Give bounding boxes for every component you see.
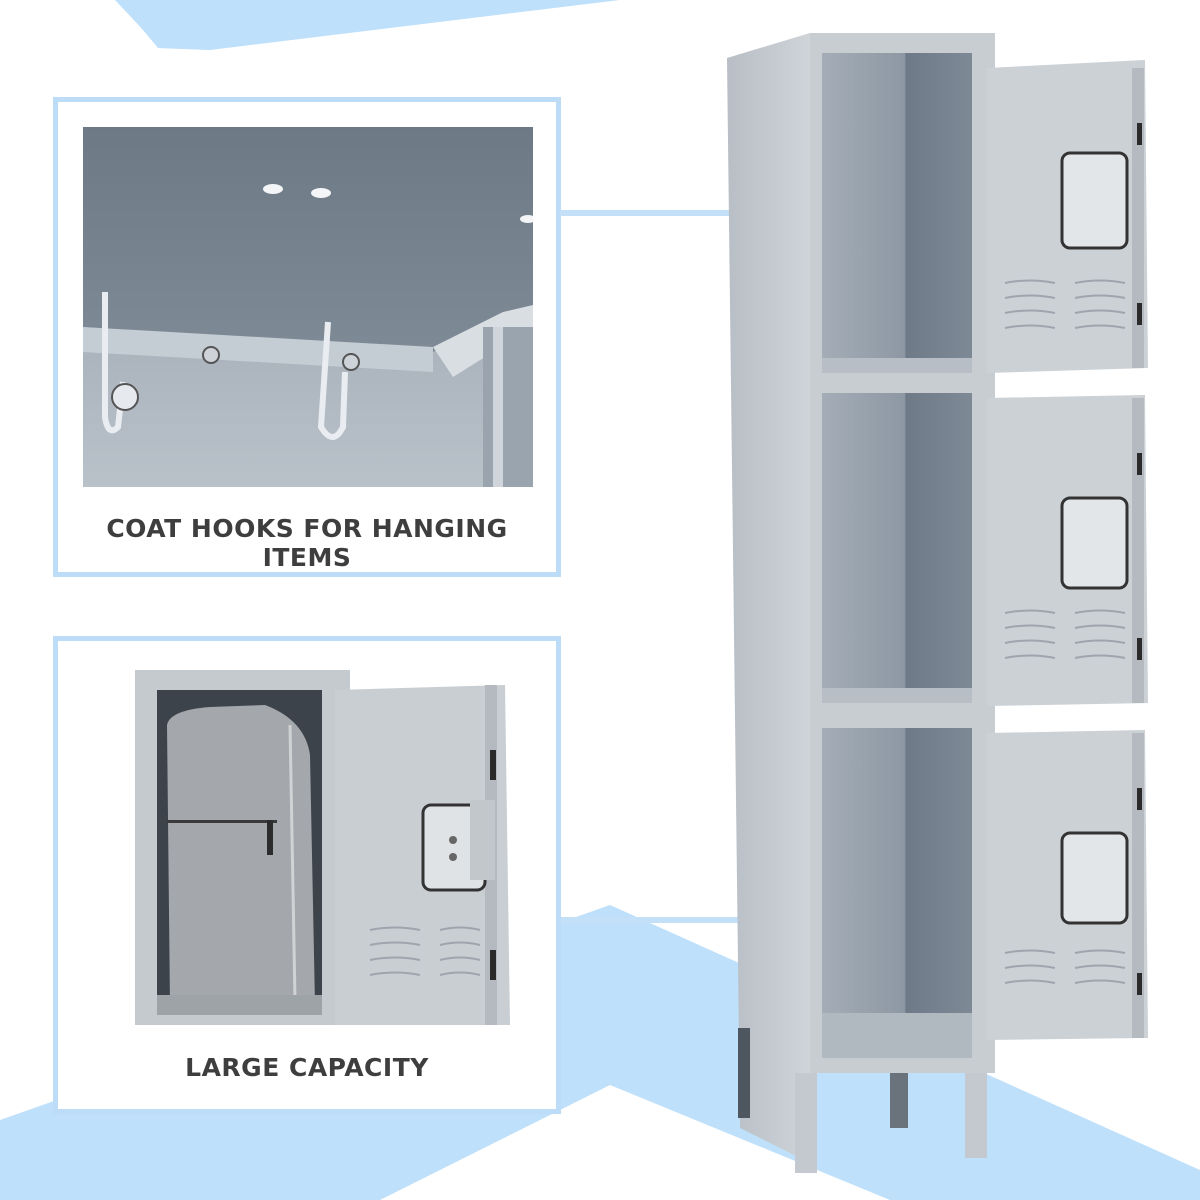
caption-large-capacity: LARGE CAPACITY <box>185 1053 429 1082</box>
coat-hooks-photo <box>83 127 533 487</box>
compartment-bottom <box>822 728 972 1058</box>
locker-product-photo <box>727 33 1148 1173</box>
door-middle <box>987 395 1148 706</box>
hook-icon <box>102 292 126 434</box>
door-top <box>987 60 1148 373</box>
callout-line-bottom <box>560 917 835 923</box>
compartment-top <box>822 53 972 373</box>
door-bottom <box>987 730 1148 1040</box>
callout-line-top <box>560 210 835 216</box>
compartment-middle <box>822 393 972 703</box>
inset-large-capacity: LARGE CAPACITY <box>53 636 561 1114</box>
inset-coat-hooks: COAT HOOKS FOR HANGING ITEMS <box>53 97 561 577</box>
caption-coat-hooks: COAT HOOKS FOR HANGING ITEMS <box>106 514 508 572</box>
large-capacity-photo <box>135 670 510 1025</box>
